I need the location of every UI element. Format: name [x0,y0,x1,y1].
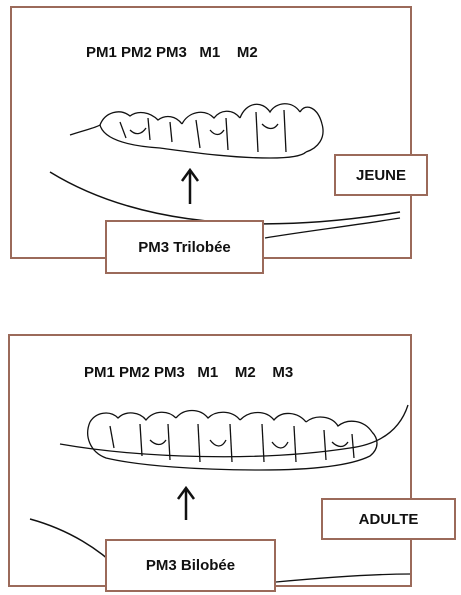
adult-bone-line [276,574,410,582]
young-tooth-row [70,104,323,158]
pm3-trilobed-label: PM3 Trilobée [105,220,264,274]
arrow-up-icon-young [182,170,198,204]
age-label-adult: ADULTE [321,498,456,540]
arrow-up-icon-adult [178,488,194,520]
adult-mandible-line [60,405,408,457]
age-label-young: JEUNE [334,154,428,196]
adult-tooth-row [88,411,377,471]
pm3-bilobed-label: PM3 Bilobée [105,539,276,592]
